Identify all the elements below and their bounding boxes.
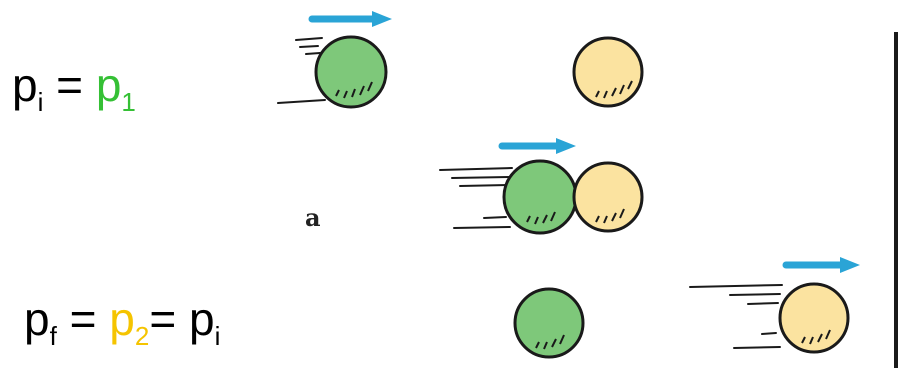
speed-lines-row2 — [439, 167, 513, 229]
green-ball-initial — [314, 35, 388, 109]
green-ball-final — [513, 287, 585, 359]
diagram-label: a — [305, 203, 321, 232]
initial-momentum-equation: pi = p1 — [12, 62, 136, 115]
p2-symbol: p2 — [109, 293, 150, 351]
speed-lines-row3 — [689, 284, 783, 349]
final-momentum-equation: pf = p2= pi — [24, 296, 220, 349]
motion-arrow-row2 — [498, 138, 576, 154]
motion-arrow-row3 — [782, 257, 860, 273]
subscript-f: f — [49, 321, 57, 351]
equals-sign-2: = — [149, 293, 177, 345]
p-symbol: p — [12, 59, 38, 111]
yellow-ball-initial — [572, 36, 644, 108]
subscript-i: i — [37, 87, 44, 117]
equals-sign: = — [69, 293, 97, 345]
pi-symbol: pi — [188, 293, 221, 351]
p1-symbol: p1 — [95, 59, 136, 117]
green-ball-collision — [502, 159, 578, 235]
yellow-ball-collision — [572, 161, 644, 233]
p-symbol: p — [24, 293, 50, 345]
speed-lines-row1 — [277, 37, 326, 104]
equals-sign: = — [56, 59, 84, 111]
yellow-ball-final — [778, 282, 850, 354]
motion-arrow-row1 — [308, 11, 392, 27]
